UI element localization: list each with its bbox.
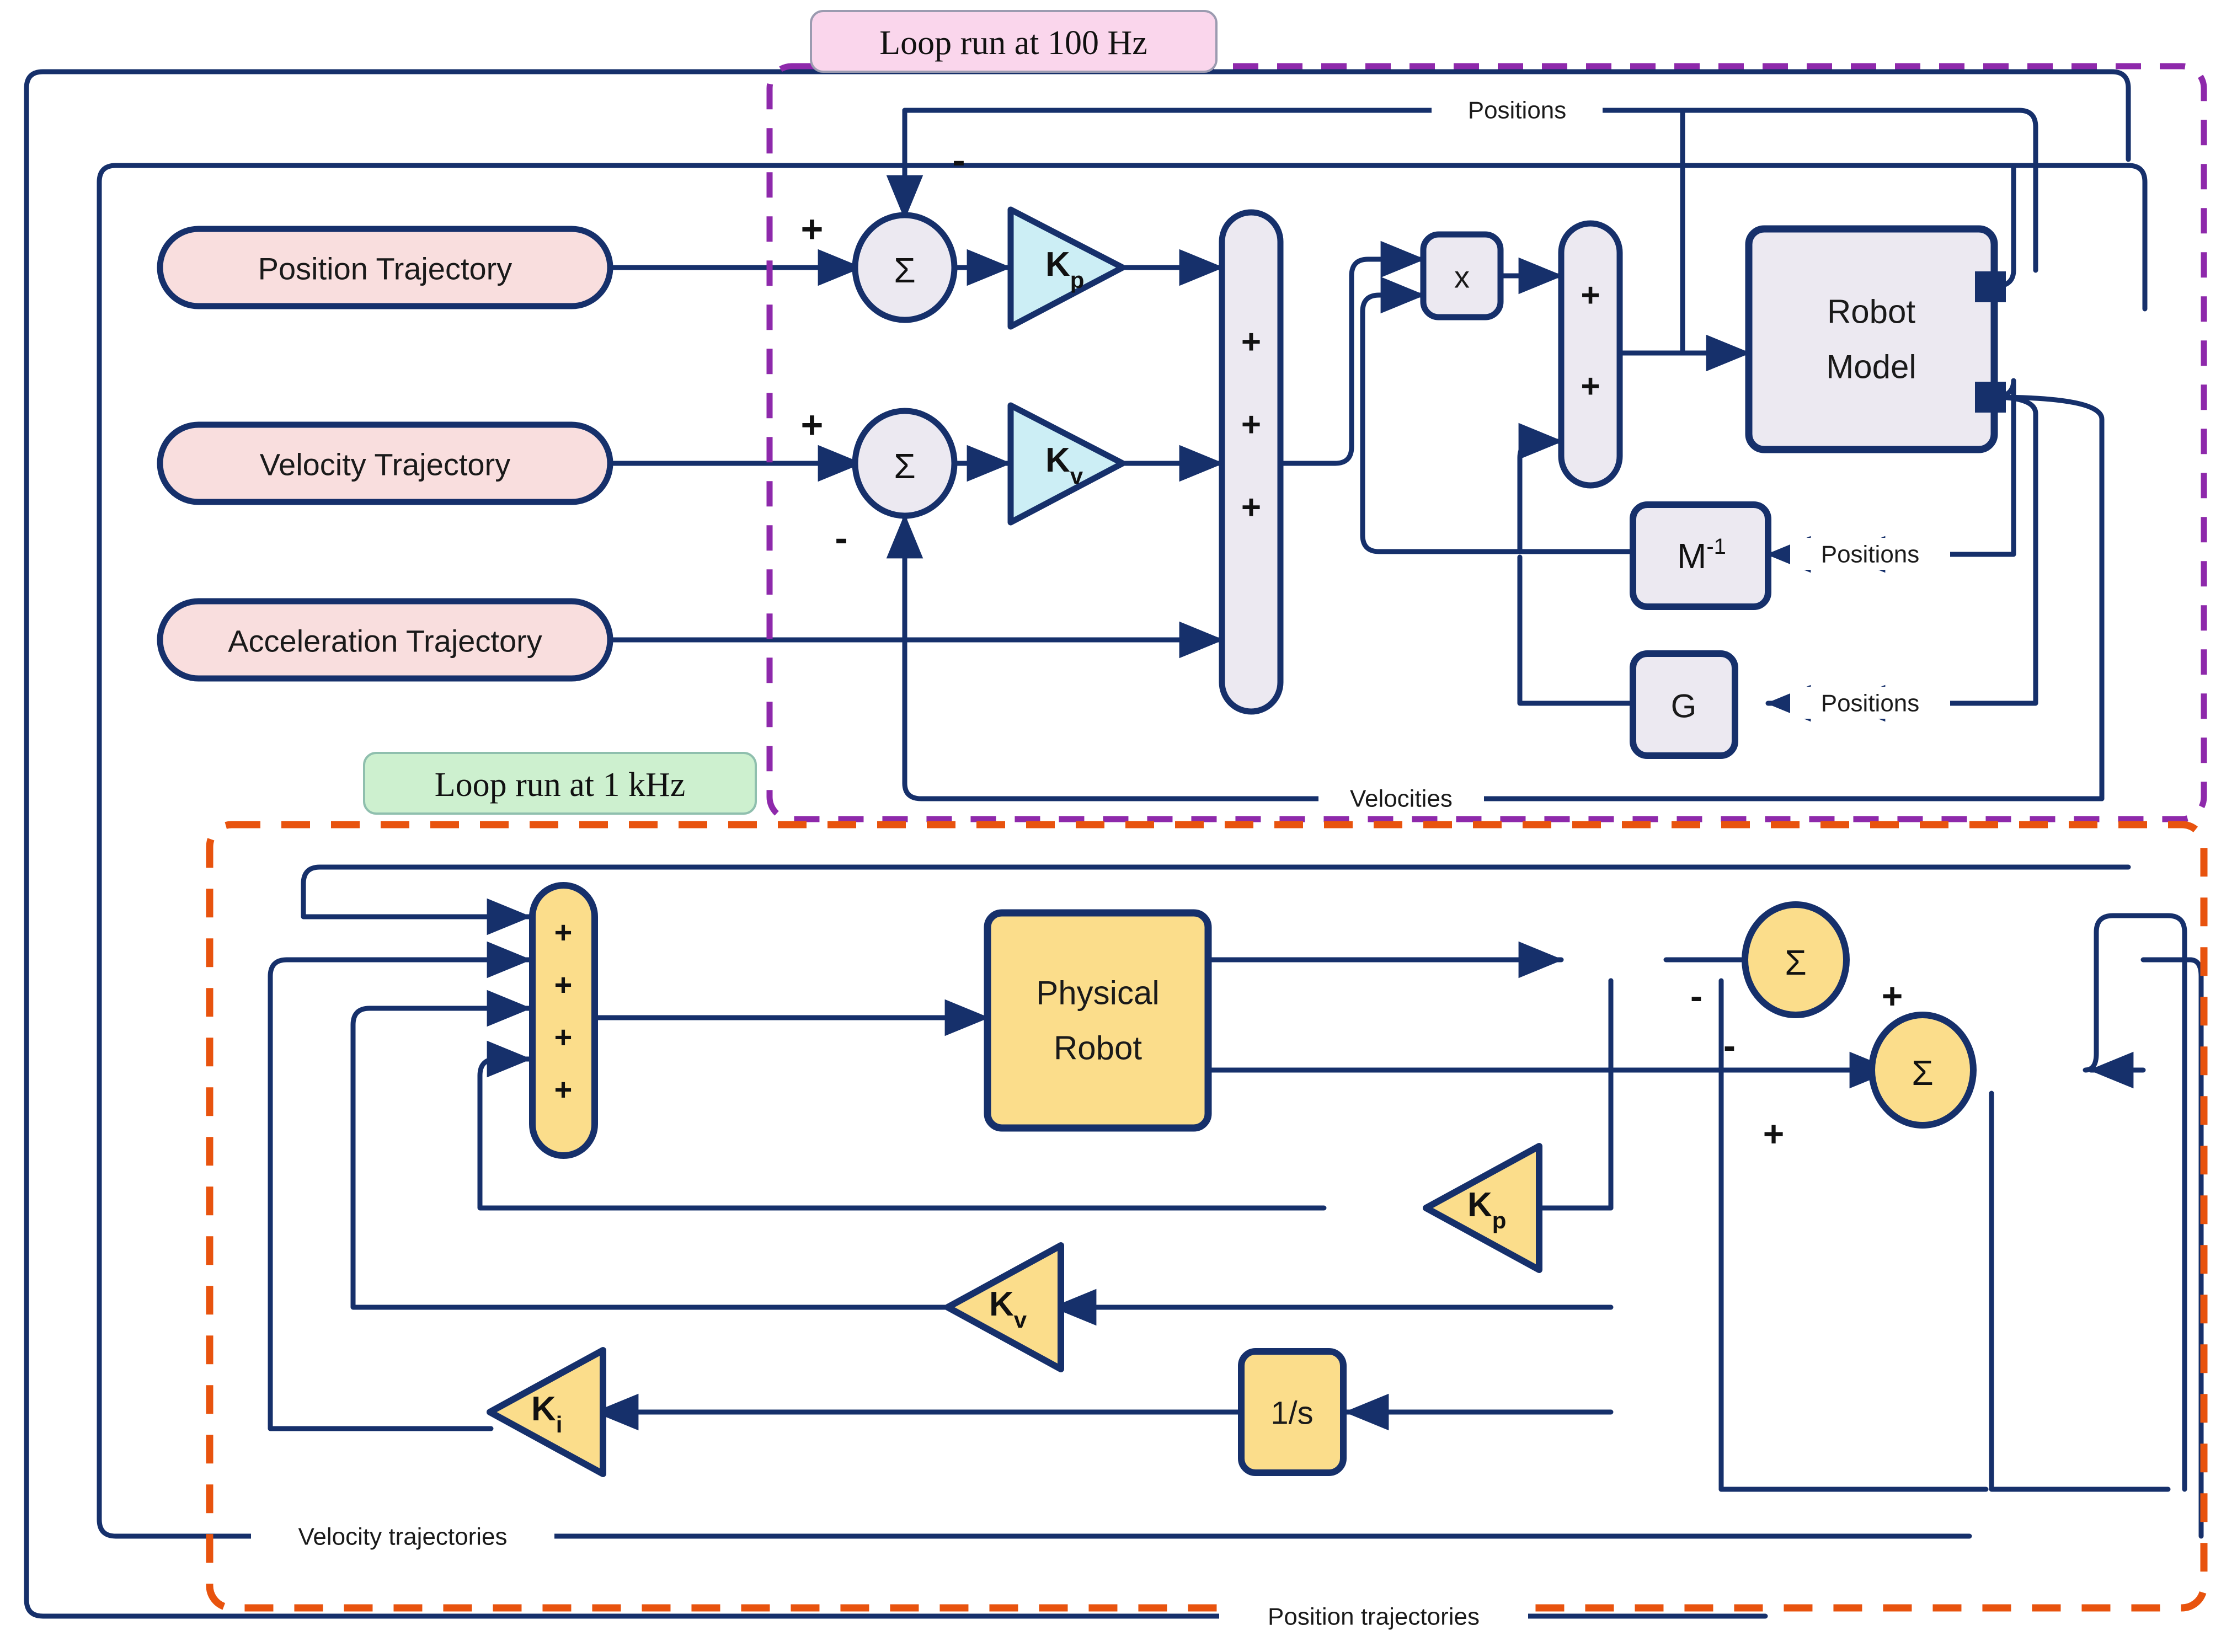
inner-sum-position-minus-sign: - xyxy=(1690,975,1702,1016)
input-position-trajectory-label: Position Trajectory xyxy=(258,252,512,286)
wire-inner-input-4-stub xyxy=(477,1056,499,1098)
wire-right-vertical xyxy=(2165,913,2187,1492)
outer-sum-position-plus-sign: + xyxy=(801,207,824,250)
velocity-trajectories-feedback-path xyxy=(97,163,2148,1539)
label-velocity-trajectories: Velocity trajectories xyxy=(298,1523,507,1551)
multiplier-label: x xyxy=(1454,260,1470,295)
inner-sum-position-plus-sign: + xyxy=(1882,975,1903,1016)
inner-sum-position[interactable]: Σ xyxy=(1742,901,1850,1018)
outer-sum-position-symbol: Σ xyxy=(894,250,916,290)
robot-model-block[interactable]: Robot Model xyxy=(1745,225,2006,453)
inner-sum-bar-sign-4: + xyxy=(554,1072,573,1107)
robot-model-output-node-velocities xyxy=(1975,382,2006,413)
loop-tag-inner: Loop run at 1 kHz xyxy=(363,752,757,815)
integrator-block[interactable]: 1/s xyxy=(1238,1348,1347,1476)
inner-sum-bar-sign-2: + xyxy=(554,967,573,1002)
outer-sum-bar[interactable]: + + + xyxy=(1219,209,1284,715)
outer-gain-kp-label: Kp xyxy=(1045,245,1084,293)
gravity-block[interactable]: G xyxy=(1630,650,1738,759)
label-position-trajectories: Position trajectories xyxy=(1268,1603,1480,1630)
loop-tag-inner-label: Loop run at 1 kHz xyxy=(435,766,686,804)
inner-sum-velocity-plus-sign: + xyxy=(1763,1113,1785,1154)
input-velocity-trajectory-label: Velocity Trajectory xyxy=(260,447,510,482)
outer-gain-kv-label: Kv xyxy=(1045,441,1083,489)
outer-sum-bar-sign-2: + xyxy=(1241,406,1261,444)
wire-gravity-to-sumbar2 xyxy=(1517,423,1564,554)
wire-ki-to-sumbar xyxy=(268,957,494,1431)
outer-sum-velocity[interactable]: Σ xyxy=(852,408,958,519)
label-velocities: Velocities xyxy=(1350,785,1453,812)
outer-sum-position[interactable]: Σ xyxy=(852,212,958,323)
inner-gain-ki[interactable]: Ki xyxy=(487,1347,606,1477)
robot-model-output-node-positions xyxy=(1975,271,2006,302)
inner-loop-boundary xyxy=(206,821,2208,1612)
mass-inverse-block[interactable]: M-1 xyxy=(1630,501,1771,610)
inner-gain-kv-label: Kv xyxy=(989,1285,1027,1333)
inner-gain-kv[interactable]: Kv xyxy=(944,1242,1064,1372)
input-acceleration-trajectory[interactable]: Acceleration Trajectory xyxy=(157,598,613,682)
input-acceleration-trajectory-label: Acceleration Trajectory xyxy=(228,624,542,659)
wire-layer xyxy=(24,69,2204,1619)
integrator-label: 1/s xyxy=(1270,1396,1313,1431)
inner-sum-bar-sign-1: + xyxy=(554,915,573,950)
outer-gain-kv[interactable]: Kv xyxy=(1007,402,1126,526)
outer-gain-kp[interactable]: Kp xyxy=(1007,206,1126,330)
loop-tag-outer: Loop run at 100 Hz xyxy=(810,10,1218,73)
inner-sum-velocity-minus-sign: - xyxy=(1723,1025,1736,1066)
physical-robot-label-line2: Robot xyxy=(1054,1030,1142,1067)
loop-tag-outer-label: Loop run at 100 Hz xyxy=(879,24,1147,62)
outer-sum-position-minus-sign: - xyxy=(952,138,965,181)
wire-positions-top-down xyxy=(2016,108,2038,273)
outer-sum-velocity-minus-sign: - xyxy=(835,516,847,559)
inner-sum-bar[interactable]: + + + + xyxy=(529,882,598,1159)
wire-velocities-horizontal xyxy=(902,780,2105,801)
physical-robot-block[interactable]: Physical Robot xyxy=(984,909,1212,1132)
inner-sum-velocity[interactable]: Σ xyxy=(1868,1012,1977,1129)
physical-robot-label-line1: Physical xyxy=(1036,975,1159,1012)
wire-minv-to-multiplier-bottom xyxy=(1360,276,1426,554)
wire-gravity-out-up xyxy=(1517,554,1636,706)
gravity-label: G xyxy=(1671,688,1697,725)
outer-sum-bar-2[interactable]: + + xyxy=(1558,220,1623,489)
wire-sum2-down xyxy=(1989,1090,2171,1492)
inner-gain-ki-label: Ki xyxy=(531,1390,562,1437)
inner-sum-bar-sign-3: + xyxy=(554,1020,573,1055)
outer-sum-bar2-sign-2: + xyxy=(1581,368,1600,405)
inner-sum-velocity-symbol: Σ xyxy=(1912,1053,1934,1093)
position-trajectories-feedback-path xyxy=(24,69,2131,1619)
wire-sum2-to-right xyxy=(2083,913,2171,1073)
wire-kv-to-sumbar xyxy=(350,1006,952,1310)
wire-sumbar-to-multiplier-top xyxy=(1277,240,1426,466)
outer-sum-bar2-sign-1: + xyxy=(1581,277,1600,314)
input-velocity-trajectory[interactable]: Velocity Trajectory xyxy=(157,421,613,505)
mass-inverse-label: M-1 xyxy=(1677,534,1726,576)
robot-model-label-line2: Model xyxy=(1826,349,1916,386)
multiplier-block[interactable]: x xyxy=(1420,231,1504,320)
outer-sum-velocity-symbol: Σ xyxy=(894,446,916,486)
wire-position-sum-right-feed xyxy=(2140,957,2204,1539)
inner-sum-position-symbol: Σ xyxy=(1785,943,1807,982)
wire-kp-to-sumbar xyxy=(477,1092,1327,1211)
outer-loop-boundary xyxy=(766,63,2207,822)
robot-model-label-line1: Robot xyxy=(1827,293,1915,330)
inner-signal-labels: Velocity trajectories Position trajector… xyxy=(251,1520,1528,1633)
inner-gain-kp[interactable]: Kp xyxy=(1423,1143,1542,1273)
outer-signal-labels: Positions Positions Positions Velocities xyxy=(1318,93,1950,814)
outer-sum-velocity-plus-sign: + xyxy=(801,403,824,446)
label-positions-top: Positions xyxy=(1468,97,1567,124)
outer-sum-bar-sign-1: + xyxy=(1241,323,1261,361)
input-position-trajectory[interactable]: Position Trajectory xyxy=(157,226,613,309)
wire-inner-input-1 xyxy=(301,864,2131,935)
wire-velocities-feedback-right xyxy=(1990,394,2105,801)
outer-sum-bar-sign-3: + xyxy=(1241,489,1261,527)
label-positions-gravity: Positions xyxy=(1821,690,1920,717)
label-positions-minv: Positions xyxy=(1821,541,1920,568)
inner-gain-kp-label: Kp xyxy=(1467,1186,1506,1233)
